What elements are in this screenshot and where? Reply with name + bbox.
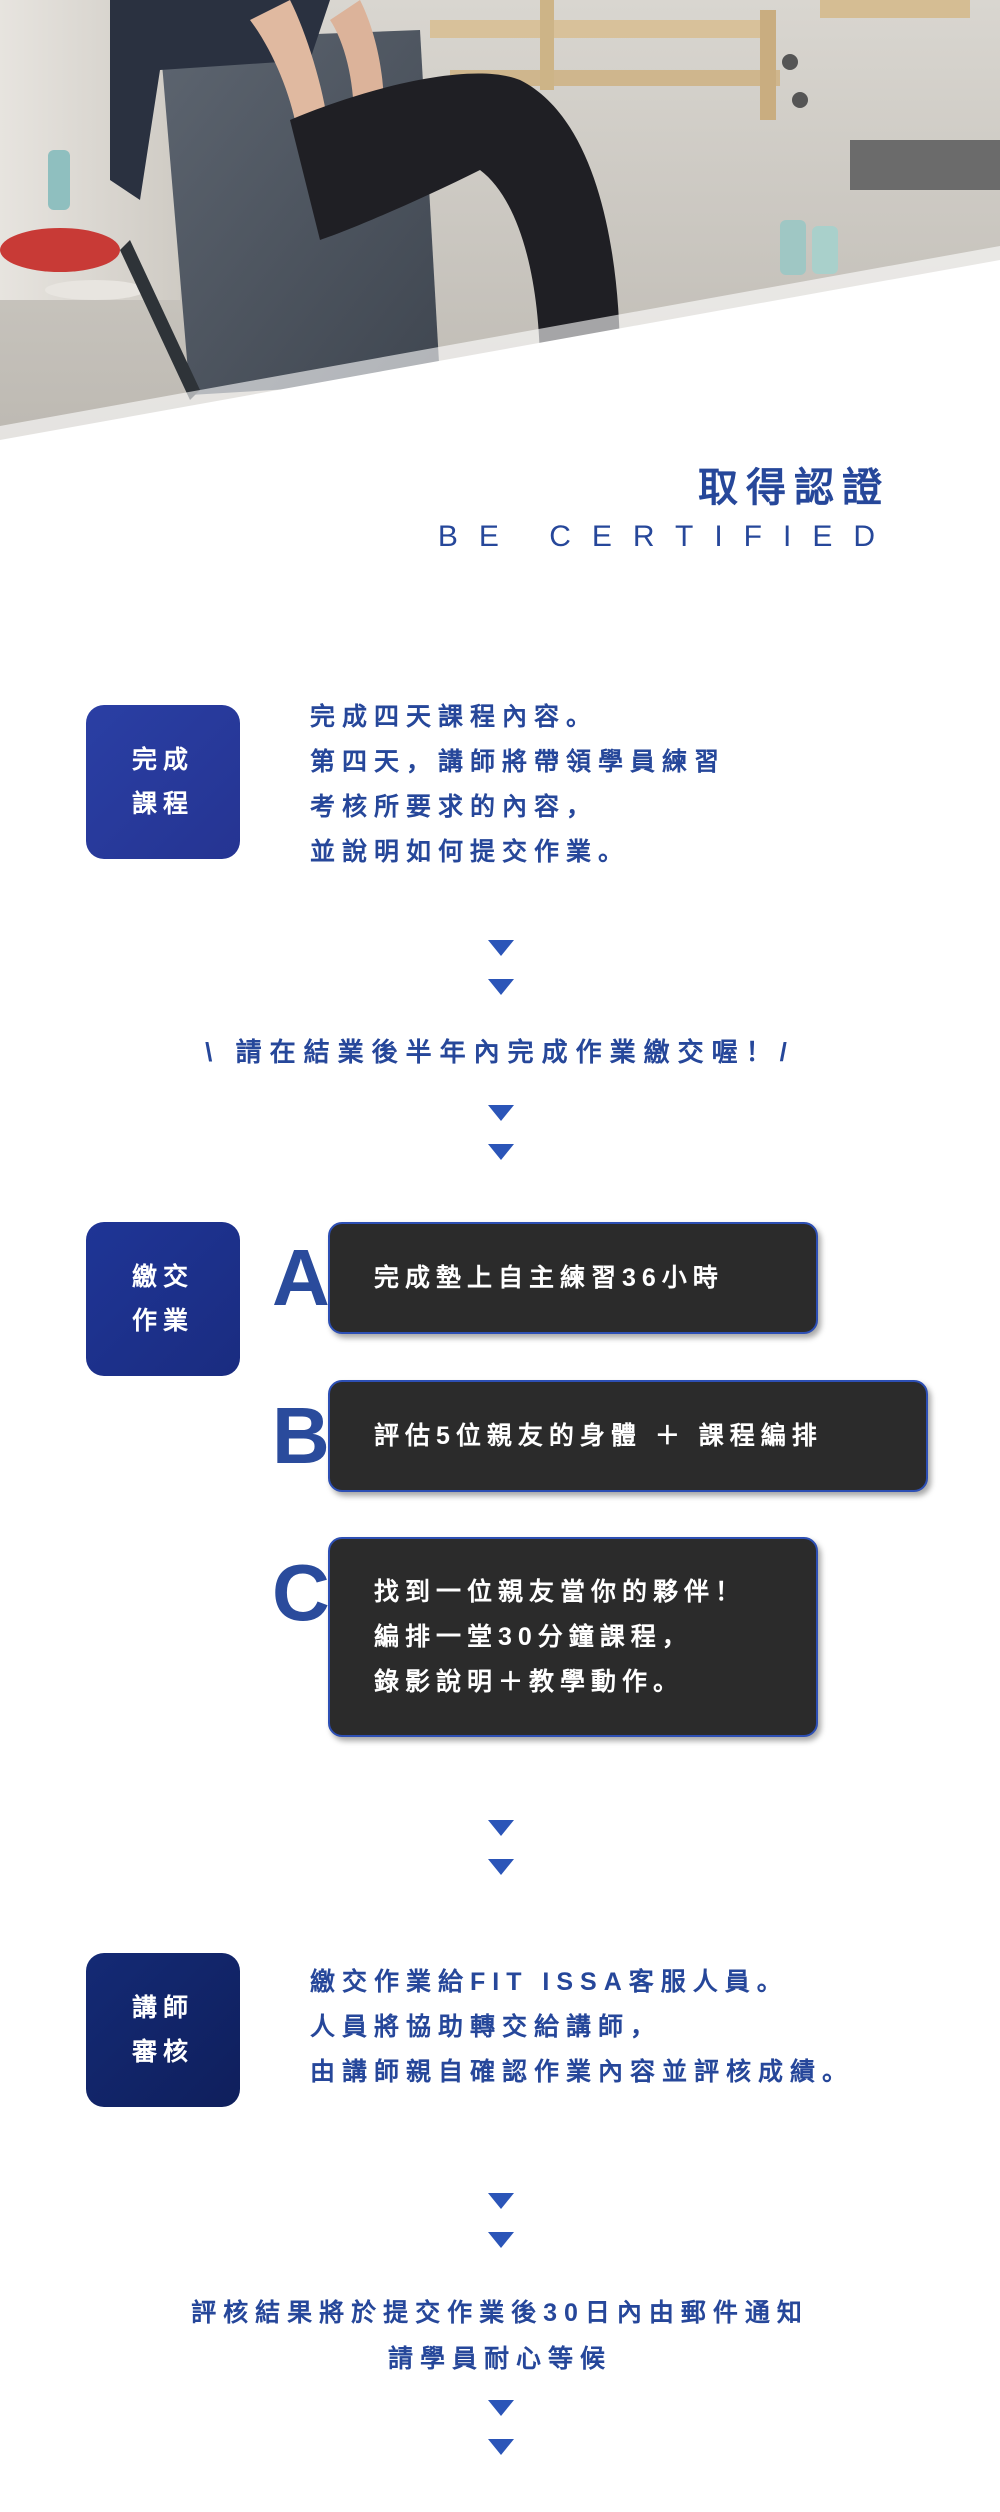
description-line: 人員將協助轉交給講師， bbox=[310, 2013, 663, 2041]
section-title: 取得認證 bbox=[698, 466, 890, 510]
down-arrow-icon bbox=[488, 940, 514, 956]
down-arrows bbox=[488, 1105, 514, 1183]
result-notice: 評核結果將於提交作業後30日內由郵件通知 請學員耐心等候 bbox=[0, 2290, 1000, 2382]
option-line: 評估5位親友的身體 ＋ 課程編排 bbox=[374, 1421, 823, 1450]
option-line: 找到一位親友當你的夥伴！ bbox=[374, 1577, 747, 1606]
badge-line: 繳交 bbox=[131, 1263, 194, 1291]
option-line: 錄影說明＋教學動作。 bbox=[374, 1667, 685, 1696]
option-box-b: 評估5位親友的身體 ＋ 課程編排 bbox=[328, 1380, 928, 1492]
option-letter-b: B bbox=[272, 1391, 330, 1480]
down-arrow-icon bbox=[488, 2232, 514, 2248]
description-line: 第四天，講師將帶領學員練習 bbox=[310, 748, 727, 776]
down-arrows bbox=[488, 940, 514, 1018]
down-arrow-icon bbox=[488, 2439, 514, 2455]
badge-line: 完成 bbox=[131, 746, 194, 774]
badge-line: 作業 bbox=[131, 1307, 194, 1335]
badge-line: 課程 bbox=[131, 790, 194, 818]
description-line: 並說明如何提交作業。 bbox=[310, 838, 631, 866]
down-arrows bbox=[488, 1820, 514, 1898]
down-arrow-icon bbox=[488, 1144, 514, 1160]
step-description-instructor-review: 繳交作業給FIT ISSA客服人員。 人員將協助轉交給講師， 由講師親自確認作業… bbox=[310, 1960, 854, 2095]
down-arrow-icon bbox=[488, 2193, 514, 2209]
option-letter-a: A bbox=[272, 1233, 330, 1322]
step-badge-complete-course: 完成 課程 bbox=[86, 705, 240, 859]
section-subtitle: BE CERTIFIED bbox=[437, 520, 896, 553]
step-description-complete-course: 完成四天課程內容。 第四天，講師將帶領學員練習 考核所要求的內容， 並說明如何提… bbox=[310, 695, 726, 875]
result-line: 評核結果將於提交作業後30日內由郵件通知 bbox=[191, 2299, 809, 2327]
hero-photo bbox=[0, 0, 1000, 440]
down-arrow-icon bbox=[488, 979, 514, 995]
down-arrow-icon bbox=[488, 1820, 514, 1836]
option-line: 編排一堂30分鐘課程， bbox=[374, 1622, 693, 1651]
step-badge-submit-homework: 繳交 作業 bbox=[86, 1222, 240, 1376]
option-line: 完成墊上自主練習36小時 bbox=[374, 1263, 724, 1292]
option-box-c: 找到一位親友當你的夥伴！ 編排一堂30分鐘課程， 錄影說明＋教學動作。 bbox=[328, 1537, 818, 1737]
description-line: 考核所要求的內容， bbox=[310, 793, 599, 821]
option-letter-c: C bbox=[272, 1548, 330, 1637]
badge-line: 講師 bbox=[131, 1994, 194, 2022]
step-badge-instructor-review: 講師 審核 bbox=[86, 1953, 240, 2107]
badge-line: 審核 bbox=[131, 2038, 194, 2066]
description-line: 繳交作業給FIT ISSA客服人員。 bbox=[310, 1968, 789, 1996]
description-line: 由講師親自確認作業內容並評核成績。 bbox=[310, 2058, 855, 2086]
down-arrow-icon bbox=[488, 2400, 514, 2416]
down-arrow-icon bbox=[488, 1859, 514, 1875]
result-line: 請學員耐心等候 bbox=[387, 2345, 612, 2373]
deadline-notice: \ 請在結業後半年內完成作業繳交喔！/ bbox=[205, 1037, 795, 1067]
option-box-a: 完成墊上自主練習36小時 bbox=[328, 1222, 818, 1334]
description-line: 完成四天課程內容。 bbox=[310, 703, 599, 731]
down-arrows bbox=[488, 2400, 514, 2478]
down-arrows bbox=[488, 2193, 514, 2271]
down-arrow-icon bbox=[488, 1105, 514, 1121]
